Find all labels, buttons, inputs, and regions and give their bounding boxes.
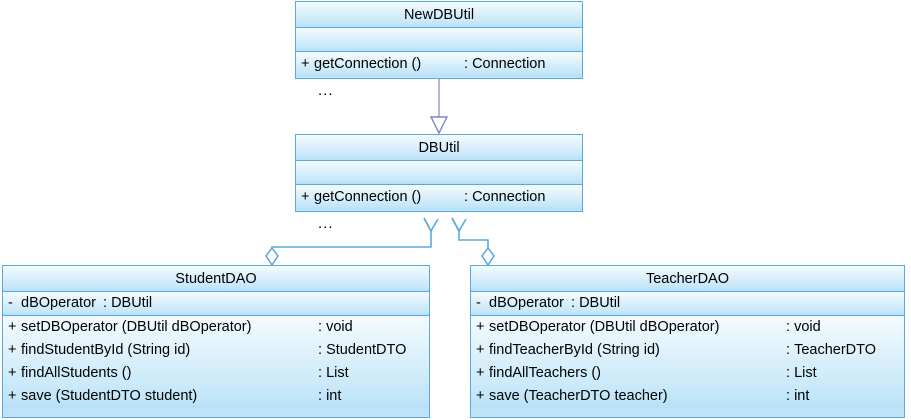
visibility-marker: + — [301, 56, 310, 72]
operation-row[interactable]: +findTeacherById (String id) : TeacherDT… — [471, 339, 904, 362]
operation-return-type: : void — [318, 319, 353, 335]
operation-row[interactable]: +findStudentById (String id) : StudentDT… — [3, 339, 429, 362]
operation-signature: setDBOperator (DBUtil dBOperator) — [489, 319, 720, 335]
visibility-marker: + — [8, 365, 17, 381]
aggregation-teacherdao-to-dbutil — [451, 217, 495, 267]
attributes-compartment-teacherdao: -dBOperator : DBUtil — [471, 292, 904, 316]
visibility-marker: + — [476, 365, 485, 381]
visibility-marker: - — [8, 295, 13, 311]
operations-compartment-dbutil: +getConnection () : Connection — [296, 185, 582, 209]
class-box-studentdao[interactable]: StudentDAO -dBOperator : DBUtil +setDBOp… — [2, 265, 430, 418]
operation-return-type: : List — [318, 365, 349, 381]
visibility-marker: + — [8, 319, 17, 335]
operation-signature: save (StudentDTO student) — [21, 388, 198, 404]
attributes-compartment-newdbutil — [296, 28, 582, 52]
overflow-ellipsis-newdbutil: ... — [318, 82, 334, 99]
operation-signature: getConnection () — [314, 189, 422, 205]
operation-return-type: : int — [786, 388, 810, 404]
class-box-dbutil[interactable]: DBUtil +getConnection () : Connection — [295, 134, 583, 212]
operation-return-type: : Connection — [464, 56, 546, 72]
class-name-teacherdao: TeacherDAO — [471, 266, 904, 292]
class-name-studentdao: StudentDAO — [3, 266, 429, 292]
operation-row[interactable]: +getConnection () : Connection — [296, 185, 582, 209]
operation-return-type: : Connection — [464, 189, 546, 205]
visibility-marker: + — [476, 388, 485, 404]
visibility-marker: - — [476, 295, 481, 311]
class-name-dbutil: DBUtil — [296, 135, 582, 161]
operation-return-type: : StudentDTO — [318, 342, 407, 358]
attribute-type: : DBUtil — [103, 295, 153, 311]
operations-compartment-newdbutil: +getConnection () : Connection — [296, 52, 582, 76]
class-name-newdbutil: NewDBUtil — [296, 2, 582, 28]
operation-signature: getConnection () — [314, 56, 422, 72]
operations-compartment-teacherdao: +setDBOperator (DBUtil dBOperator) : voi… — [471, 316, 904, 408]
class-box-newdbutil[interactable]: NewDBUtil +getConnection () : Connection — [295, 1, 583, 79]
operation-return-type: : void — [786, 319, 821, 335]
visibility-marker: + — [476, 319, 485, 335]
overflow-ellipsis-dbutil: ... — [318, 215, 334, 232]
operation-signature: findTeacherById (String id) — [489, 342, 660, 358]
attributes-compartment-studentdao: -dBOperator : DBUtil — [3, 292, 429, 316]
generalization-newdbutil-to-dbutil — [429, 79, 449, 135]
visibility-marker: + — [476, 342, 485, 358]
operation-row[interactable]: +setDBOperator (DBUtil dBOperator) : voi… — [3, 316, 429, 339]
visibility-marker: + — [301, 189, 310, 205]
operation-row[interactable]: +getConnection () : Connection — [296, 52, 582, 76]
operation-signature: setDBOperator (DBUtil dBOperator) — [21, 319, 252, 335]
aggregation-studentdao-to-dbutil — [265, 217, 439, 267]
operation-row[interactable]: +findAllStudents () : List — [3, 362, 429, 385]
operation-row[interactable]: +findAllTeachers () : List — [471, 362, 904, 385]
attribute-name: dBOperator — [489, 295, 564, 311]
operation-row[interactable]: +save (TeacherDTO teacher) : int — [471, 385, 904, 408]
operation-signature: findStudentById (String id) — [21, 342, 191, 358]
class-box-teacherdao[interactable]: TeacherDAO -dBOperator : DBUtil +setDBOp… — [470, 265, 905, 418]
visibility-marker: + — [8, 342, 17, 358]
attribute-type: : DBUtil — [571, 295, 621, 311]
attribute-row[interactable]: -dBOperator : DBUtil — [3, 292, 429, 315]
attribute-row[interactable]: -dBOperator : DBUtil — [471, 292, 904, 315]
attributes-compartment-dbutil — [296, 161, 582, 185]
operation-signature: save (TeacherDTO teacher) — [489, 388, 668, 404]
operation-return-type: : TeacherDTO — [786, 342, 876, 358]
operation-signature: findAllStudents () — [21, 365, 132, 381]
operations-compartment-studentdao: +setDBOperator (DBUtil dBOperator) : voi… — [3, 316, 429, 408]
operation-row[interactable]: +setDBOperator (DBUtil dBOperator) : voi… — [471, 316, 904, 339]
operation-signature: findAllTeachers () — [489, 365, 602, 381]
operation-return-type: : int — [318, 388, 342, 404]
operation-row[interactable]: +save (StudentDTO student) : int — [3, 385, 429, 408]
attribute-name: dBOperator — [21, 295, 96, 311]
visibility-marker: + — [8, 388, 17, 404]
operation-return-type: : List — [786, 365, 817, 381]
